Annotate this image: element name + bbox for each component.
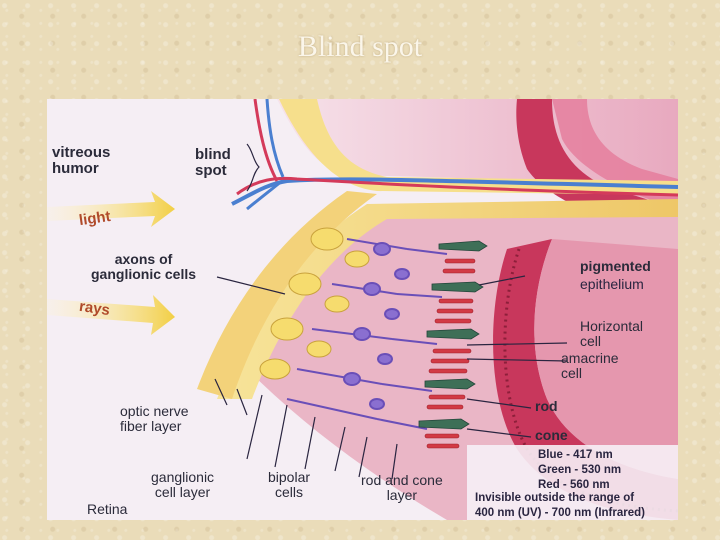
wavelength-invisible: Invisible outside the range of <box>475 492 635 504</box>
light-arrow-lower <box>47 295 175 335</box>
label-bipolar-cells: bipolar cells <box>268 469 311 500</box>
label-retina: Retina <box>87 501 128 517</box>
label-optic-nerve-fiber-layer: optic nerve fiber layer <box>120 403 189 434</box>
label-leader-lines <box>214 143 568 480</box>
label-horizontal-cell: Horizontal cell <box>580 318 644 349</box>
cone-cells <box>418 240 488 430</box>
slide-title: Blind spot <box>297 30 423 63</box>
ganglion-cells <box>259 227 370 380</box>
label-ganglionic-cell-layer: ganglionic cell layer <box>151 469 215 500</box>
light-arrow-upper <box>47 191 175 227</box>
label-axons: axons of ganglionic cells <box>91 251 197 282</box>
vein-vessel <box>231 177 678 206</box>
wavelength-blue: Blue - 417 nm <box>538 449 613 461</box>
bipolar-cells <box>286 238 448 430</box>
retina-diagram: vitreous humor blind spot light rays axo… <box>47 99 678 520</box>
wavelength-range: 400 nm (UV) - 700 nm (Infrared) <box>475 507 645 519</box>
label-rod-cone-layer: rod and cone layer <box>361 472 443 503</box>
label-amacrine-cell: amacrine cell <box>561 350 619 381</box>
artery-vessel <box>236 176 678 197</box>
label-rod: rod <box>535 398 558 414</box>
wavelength-green: Green - 530 nm <box>538 464 622 476</box>
wavelength-red: Red - 560 nm <box>538 479 610 491</box>
label-cone: cone <box>535 427 568 443</box>
label-pigmented: pigmented <box>580 258 651 274</box>
rod-cells <box>424 258 476 449</box>
retina-illustration <box>47 99 678 520</box>
label-epithelium: epithelium <box>580 276 644 292</box>
label-vitreous-humor: vitreous humor <box>52 144 111 177</box>
label-blind-spot: blind spot <box>195 146 231 179</box>
